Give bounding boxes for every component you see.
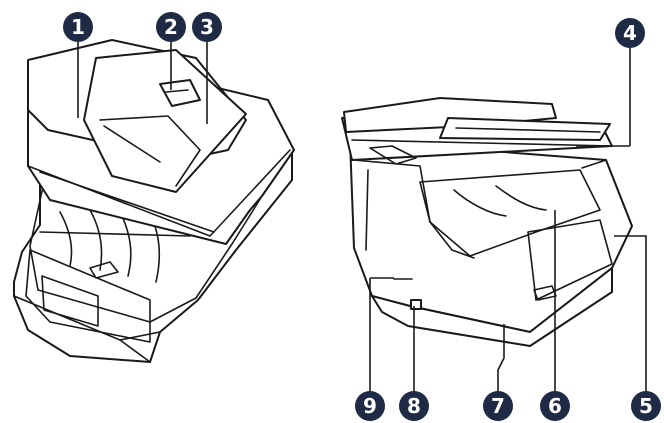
callout-label: 6 bbox=[548, 394, 562, 418]
callout-8: 8 bbox=[399, 391, 429, 421]
callout-label: 7 bbox=[491, 394, 505, 418]
callout-label: 4 bbox=[623, 21, 637, 45]
callout-9: 9 bbox=[355, 391, 385, 421]
callout-7: 7 bbox=[483, 391, 513, 421]
printer-front-view bbox=[13, 39, 295, 363]
callout-2: 2 bbox=[156, 12, 186, 42]
callout-3: 3 bbox=[192, 12, 222, 42]
callout-6: 6 bbox=[540, 391, 570, 421]
printer-side-view bbox=[341, 48, 647, 392]
callout-label: 8 bbox=[407, 394, 421, 418]
callout-1: 1 bbox=[63, 12, 93, 42]
callout-4: 4 bbox=[615, 18, 645, 48]
callout-label: 2 bbox=[164, 15, 178, 39]
callout-label: 1 bbox=[71, 15, 85, 39]
callout-label: 3 bbox=[200, 15, 214, 39]
callout-label: 5 bbox=[639, 394, 653, 418]
callout-label: 9 bbox=[363, 394, 377, 418]
callout-5: 5 bbox=[631, 391, 661, 421]
